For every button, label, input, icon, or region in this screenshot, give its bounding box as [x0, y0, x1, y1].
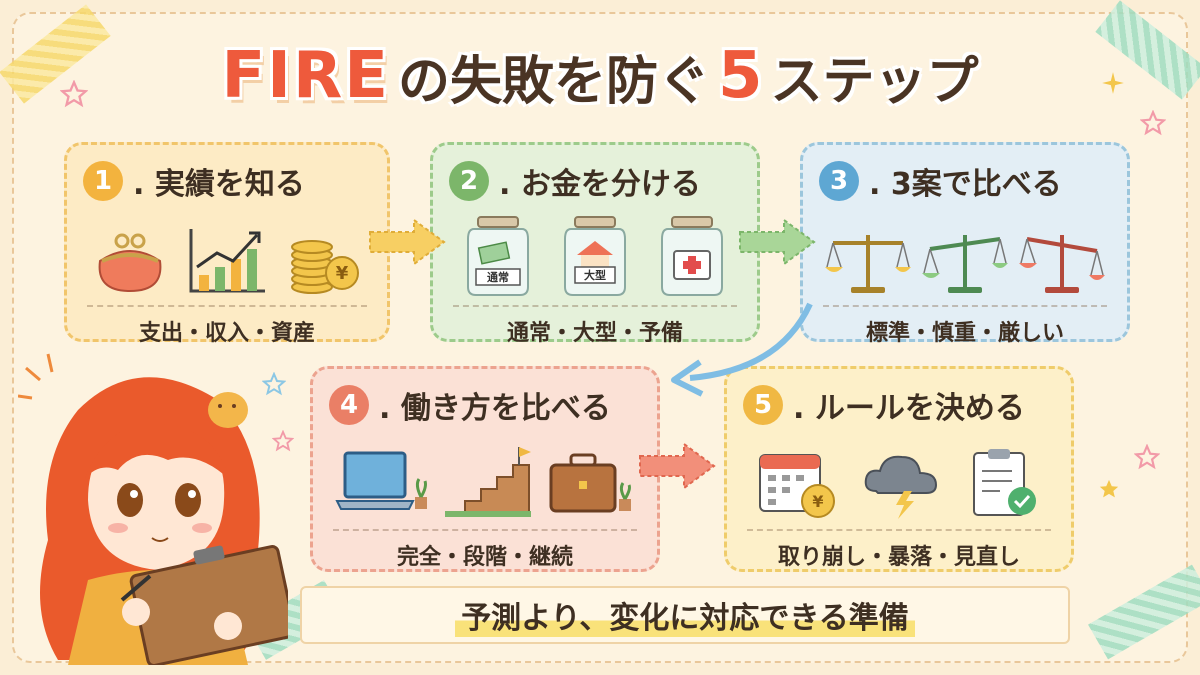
- jar-label: 通常: [487, 270, 509, 284]
- step-subtitle: 通常・大型・予備: [506, 321, 683, 346]
- step-label: . お金を分ける: [499, 167, 701, 202]
- step-4-card: 4 . 働き方を比べる 完全・段階・継続: [310, 366, 660, 572]
- step-label: . 働き方を比べる: [379, 391, 611, 426]
- coin-purse-icon: [98, 233, 162, 293]
- arrow-right-icon: [739, 218, 816, 266]
- step-label: . ルールを決める: [793, 391, 1025, 426]
- divider: [87, 305, 367, 307]
- caption-banner: 予測より、変化に対応できる準備: [300, 586, 1070, 644]
- arrow-right-icon: [369, 218, 446, 266]
- star-icon: [1140, 110, 1166, 136]
- title-number: 5: [718, 39, 763, 113]
- growth-chart-icon: [189, 229, 265, 293]
- svg-text:¥: ¥: [812, 492, 823, 511]
- star-icon: [272, 430, 294, 452]
- step-subtitle: 取り崩し・暴落・見直し: [777, 545, 1020, 570]
- step-label: . 3案で比べる: [869, 167, 1062, 202]
- divider: [333, 529, 637, 531]
- title-suffix: ステップ: [770, 51, 979, 112]
- jar-first-aid-icon: [661, 216, 724, 296]
- step-1-card: 1 . 実績を知る ¥ 支出・収入・資: [64, 142, 390, 346]
- girl-character-illustration: [18, 353, 288, 665]
- coin-stack-icon: ¥: [290, 240, 359, 294]
- arrow-right-icon: [639, 442, 716, 490]
- star-icon: [1134, 444, 1160, 470]
- star-icon: [1099, 479, 1119, 498]
- step-3-card: 3 . 3案で比べる 標準・慎重・厳しい: [800, 142, 1130, 346]
- laptop-icon: [335, 451, 427, 510]
- step-number: 3: [819, 161, 859, 201]
- step-2-card: 2 . お金を分ける 通常 大型 通常・大型・予備: [430, 142, 760, 346]
- storm-cloud-icon: [864, 455, 938, 519]
- star-icon: [60, 80, 88, 108]
- balance-scale-red-icon: [1019, 235, 1106, 293]
- step-number: 2: [449, 161, 489, 201]
- step-number: 1: [83, 161, 123, 201]
- briefcase-icon: [549, 453, 631, 513]
- stairs-flag-icon: [445, 447, 531, 517]
- jar-house-icon: 大型: [563, 216, 626, 296]
- jar-label: 大型: [584, 268, 606, 282]
- step-subtitle: 支出・収入・資産: [138, 321, 315, 346]
- page-title: FIRE の失敗を防ぐ 5 ステップ: [0, 36, 1200, 116]
- calendar-yen-icon: ¥: [759, 454, 835, 518]
- step-5-card: 5 . ルールを決める ¥ 取り崩し・暴落・見直し: [724, 366, 1074, 572]
- step-label: . 実績を知る: [133, 167, 305, 202]
- step-number: 4: [329, 385, 369, 425]
- step-subtitle: 標準・慎重・厳しい: [865, 321, 1064, 346]
- sparkle-icon: [1102, 72, 1124, 94]
- divider: [823, 305, 1107, 307]
- step-number: 5: [743, 385, 783, 425]
- divider: [453, 305, 737, 307]
- balance-scale-yellow-icon: [824, 235, 911, 293]
- clipboard-check-icon: [973, 449, 1036, 516]
- divider: [747, 529, 1051, 531]
- title-middle: の失敗を防ぐ: [397, 51, 710, 112]
- balance-scale-green-icon: [921, 235, 1008, 293]
- step-subtitle: 完全・段階・継続: [396, 545, 573, 570]
- caption-text: 予測より、変化に対応できる準備: [455, 593, 915, 637]
- curved-arrow-icon: [671, 302, 813, 397]
- svg-text:¥: ¥: [335, 263, 348, 284]
- jar-cash-icon: 通常: [466, 216, 529, 296]
- title-fire: FIRE: [221, 39, 390, 113]
- star-icon: [262, 372, 286, 396]
